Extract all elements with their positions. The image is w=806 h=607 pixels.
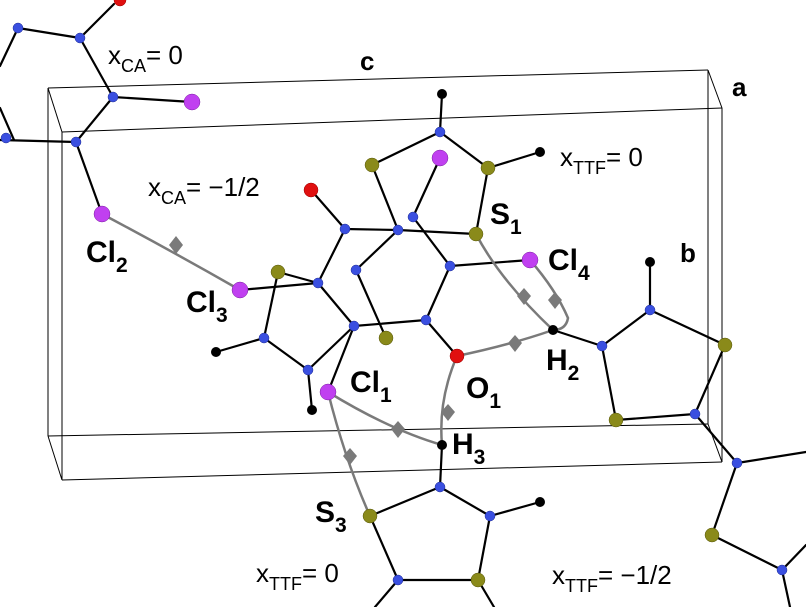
axis-label-c: c: [360, 46, 374, 76]
axis-label-b: b: [680, 238, 696, 268]
oxygen-atoms: [113, 0, 465, 364]
hydrogen-atoms: [211, 89, 655, 507]
carbon-atoms: [0, 22, 788, 586]
axis-label-a: a: [732, 72, 747, 102]
chlorine-atoms: [93, 93, 539, 401]
atom-label-o1: O1: [466, 372, 501, 413]
atom-label-cl4: Cl4: [548, 244, 590, 285]
x-label-ca-minus-half: xCA= −1/2: [148, 172, 260, 208]
atom-label-s3: S3: [315, 496, 347, 537]
x-label-ttf-minus-half: xTTF= −1/2: [552, 560, 672, 596]
sulfur-atoms: [270, 157, 733, 588]
x-label-ca-0: xCA= 0: [108, 40, 183, 76]
atom-label-cl3: Cl3: [186, 286, 228, 327]
interaction-lines: [100, 212, 570, 518]
atom-label-cl1: Cl1: [350, 366, 392, 407]
atom-label-cl2: Cl2: [86, 236, 128, 277]
atom-label-s1: S1: [490, 198, 522, 239]
atom-label-h3: H3: [452, 428, 485, 469]
x-label-ttf-0-bottom: xTTF= 0: [256, 558, 339, 594]
interaction-markers: [169, 236, 562, 465]
x-label-ttf-0-top: xTTF= 0: [560, 142, 643, 178]
atom-label-h2: H2: [546, 344, 579, 385]
